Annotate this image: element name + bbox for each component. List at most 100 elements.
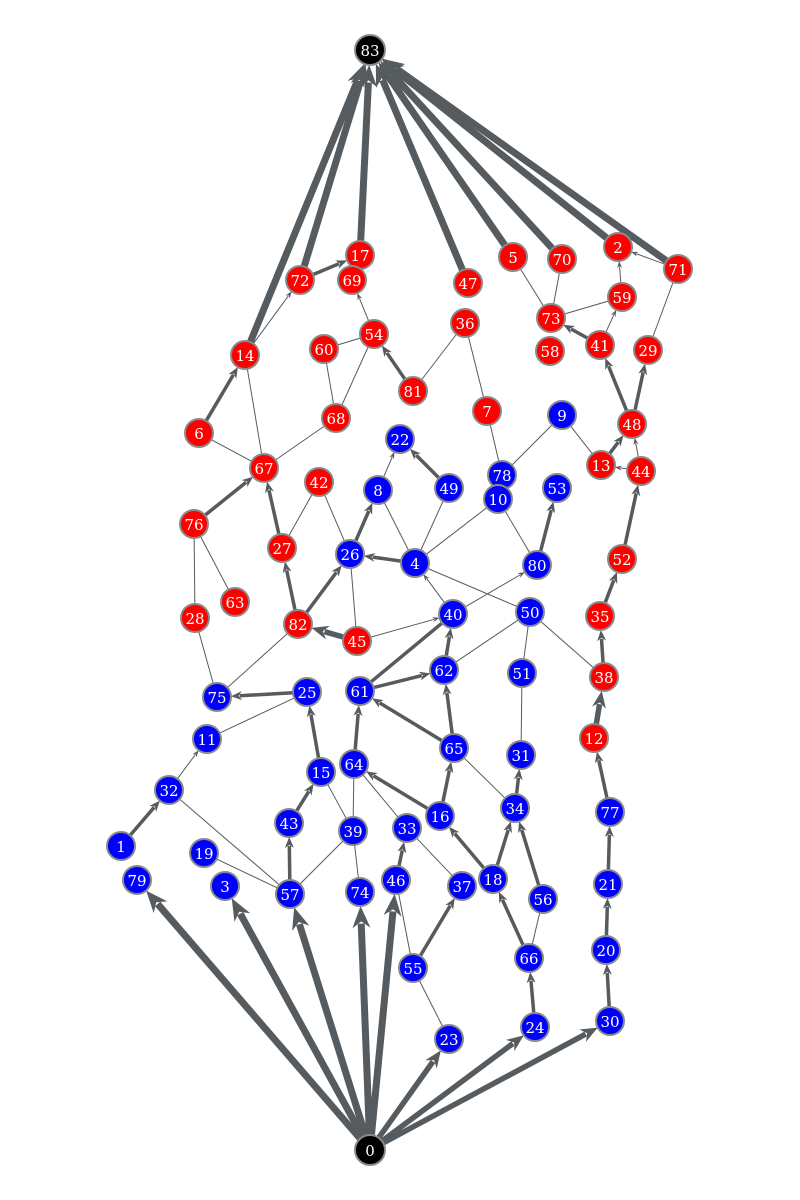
node-37: 37 bbox=[447, 871, 477, 901]
node-label: 52 bbox=[612, 551, 631, 569]
arrowhead bbox=[382, 58, 406, 79]
edge-line bbox=[352, 777, 355, 818]
edge-15-to-39 bbox=[327, 784, 347, 819]
edge-52-to-44 bbox=[623, 484, 641, 546]
node-10: 10 bbox=[483, 484, 513, 514]
edge-56-to-66 bbox=[531, 912, 541, 945]
node-circle bbox=[342, 626, 372, 656]
node-circle bbox=[267, 533, 297, 563]
edge-line bbox=[597, 759, 609, 799]
edge-line bbox=[357, 82, 372, 242]
node-circle bbox=[447, 871, 477, 901]
arrowhead bbox=[597, 629, 607, 642]
node-39: 39 bbox=[338, 816, 368, 846]
edge-49-to-22 bbox=[409, 448, 441, 480]
edge-54-to-68 bbox=[341, 346, 369, 406]
edge-line bbox=[154, 901, 363, 1141]
node-label: 38 bbox=[594, 669, 613, 687]
node-5: 5 bbox=[498, 242, 528, 272]
edge-line bbox=[504, 510, 531, 554]
edge-line bbox=[523, 625, 529, 660]
node-circle bbox=[381, 865, 411, 895]
edge-line bbox=[393, 67, 610, 242]
node-44: 44 bbox=[626, 456, 656, 486]
node-circle bbox=[522, 550, 552, 580]
node-label: 18 bbox=[483, 871, 502, 889]
edge-line bbox=[341, 346, 369, 406]
arrowhead bbox=[241, 476, 254, 488]
edge-line bbox=[216, 858, 278, 889]
arrowhead bbox=[633, 437, 639, 446]
edge-line bbox=[416, 837, 453, 877]
edge-line bbox=[421, 333, 457, 381]
edge-41-to-59 bbox=[605, 309, 617, 333]
edge-45-to-40 bbox=[370, 617, 440, 638]
edge-line bbox=[608, 441, 620, 455]
edge-0-to-3 bbox=[231, 898, 366, 1139]
edge-line bbox=[246, 368, 263, 455]
edge-21-to-77 bbox=[604, 825, 614, 871]
node-label: 61 bbox=[350, 683, 369, 701]
edge-line bbox=[372, 555, 402, 563]
node-label: 48 bbox=[622, 416, 641, 434]
node-0: 0 bbox=[354, 1134, 386, 1166]
edge-46-to-55 bbox=[398, 893, 411, 955]
edge-48-to-41 bbox=[605, 357, 629, 412]
node-label: 49 bbox=[439, 480, 458, 498]
node-26: 26 bbox=[335, 539, 365, 569]
node-label: 76 bbox=[184, 516, 203, 534]
edge-line bbox=[383, 502, 410, 551]
node-circle bbox=[603, 232, 633, 262]
node-50: 50 bbox=[515, 597, 545, 627]
node-label: 58 bbox=[540, 343, 559, 361]
edge-66-to-18 bbox=[498, 891, 525, 946]
edge-line bbox=[538, 509, 553, 552]
edge-50-to-62 bbox=[455, 619, 519, 663]
node-24: 24 bbox=[520, 1012, 550, 1042]
edge-line bbox=[606, 834, 612, 871]
node-65: 65 bbox=[439, 733, 469, 763]
arrowhead bbox=[303, 783, 314, 796]
edge-line bbox=[370, 618, 435, 638]
arrowhead bbox=[505, 1035, 524, 1052]
edge-42-to-26 bbox=[324, 494, 345, 542]
edge-9-to-78 bbox=[511, 424, 553, 466]
edge-line bbox=[373, 673, 423, 690]
edge-line bbox=[267, 489, 281, 535]
edge-line bbox=[327, 784, 347, 819]
node-label: 45 bbox=[347, 633, 366, 651]
node-32: 32 bbox=[154, 775, 184, 805]
arrowhead bbox=[605, 357, 614, 370]
edge-line bbox=[489, 424, 500, 462]
edge-54-to-69 bbox=[357, 292, 370, 322]
edge-line bbox=[635, 443, 639, 458]
node-72: 72 bbox=[285, 265, 315, 295]
edge-line bbox=[455, 619, 519, 663]
edge-line bbox=[606, 365, 629, 412]
node-label: 14 bbox=[235, 347, 254, 365]
edge-26-to-8 bbox=[354, 502, 373, 542]
node-circle bbox=[438, 599, 468, 629]
node-circle bbox=[192, 724, 222, 754]
edge-line bbox=[570, 425, 593, 455]
node-43: 43 bbox=[274, 808, 304, 838]
node-label: 21 bbox=[598, 876, 617, 894]
edge-42-to-27 bbox=[288, 493, 313, 537]
node-25: 25 bbox=[292, 677, 322, 707]
arrowhead bbox=[518, 821, 527, 834]
edge-line bbox=[296, 923, 369, 1137]
edge-line bbox=[603, 579, 616, 604]
edge-line bbox=[198, 631, 214, 684]
arrowhead bbox=[285, 291, 292, 299]
arrowhead bbox=[347, 63, 365, 88]
node-circle bbox=[450, 308, 480, 338]
node-30: 30 bbox=[595, 1006, 625, 1036]
node-label: 25 bbox=[297, 684, 316, 702]
node-circle bbox=[633, 335, 663, 365]
node-circle bbox=[285, 265, 315, 295]
edge-line bbox=[500, 899, 525, 946]
arrowhead bbox=[363, 552, 376, 562]
edge-24-to-66 bbox=[526, 971, 536, 1014]
edge-line bbox=[385, 351, 407, 381]
